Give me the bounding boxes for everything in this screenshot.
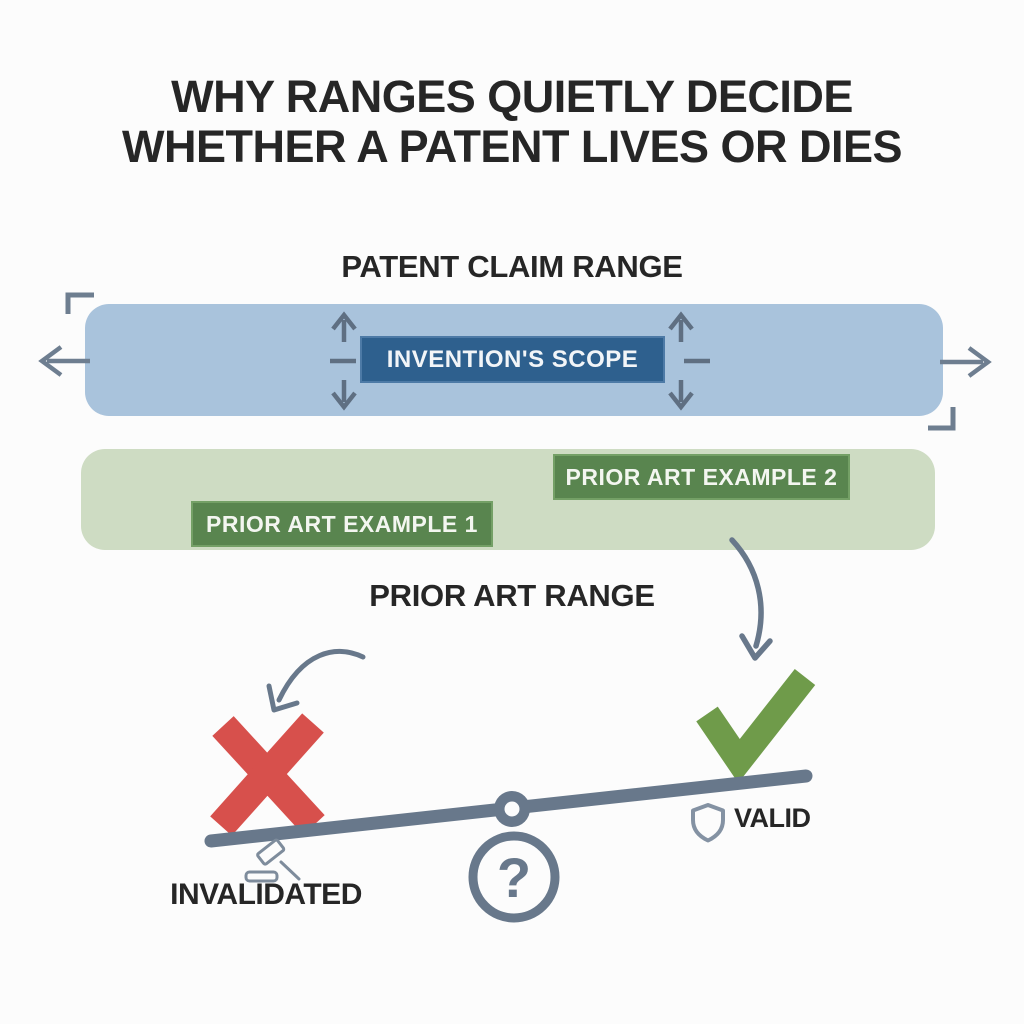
- right-arrow-icon: [940, 346, 992, 378]
- bottom-right-bracket: [928, 407, 956, 431]
- title-line-2: WHETHER A PATENT LIVES OR DIES: [121, 121, 903, 172]
- top-left-bracket: [65, 292, 94, 314]
- up-down-arrows-right-icon: [668, 311, 710, 411]
- question-circle-icon: [468, 831, 560, 923]
- valid-label: VALID: [734, 803, 811, 833]
- page-title: WHY RANGES QUIETLY DECIDE WHETHER A PATE…: [0, 72, 1024, 172]
- inventions-scope-box: INVENTION'S SCOPE: [360, 336, 665, 383]
- prior-art-example-2-label: PRIOR ART EXAMPLE 2: [565, 463, 838, 490]
- shield-icon: [691, 803, 725, 843]
- prior-art-range-heading: PRIOR ART RANGE: [369, 578, 655, 613]
- prior-art-example-1-label: PRIOR ART EXAMPLE 1: [206, 510, 478, 537]
- curved-arrow-to-valid-icon: [729, 537, 773, 661]
- prior-art-example-1-box: PRIOR ART EXAMPLE 1: [191, 501, 493, 547]
- invalidated-label: INVALIDATED: [170, 878, 362, 911]
- left-arrow-icon: [38, 345, 90, 377]
- gavel-icon: [244, 838, 301, 883]
- red-x-icon: [210, 713, 325, 836]
- curved-arrow-to-invalidated-icon: [266, 648, 366, 713]
- prior-art-example-2-box: PRIOR ART EXAMPLE 2: [553, 454, 850, 500]
- patent-claim-range-heading: PATENT CLAIM RANGE: [341, 249, 683, 284]
- question-mark-text: ?: [496, 846, 532, 909]
- seesaw-pivot-icon: [494, 791, 530, 827]
- green-check-icon: [696, 668, 816, 783]
- up-down-arrows-left-icon: [330, 311, 357, 411]
- title-line-1: WHY RANGES QUIETLY DECIDE: [171, 71, 853, 122]
- inventions-scope-label: INVENTION'S SCOPE: [386, 345, 639, 373]
